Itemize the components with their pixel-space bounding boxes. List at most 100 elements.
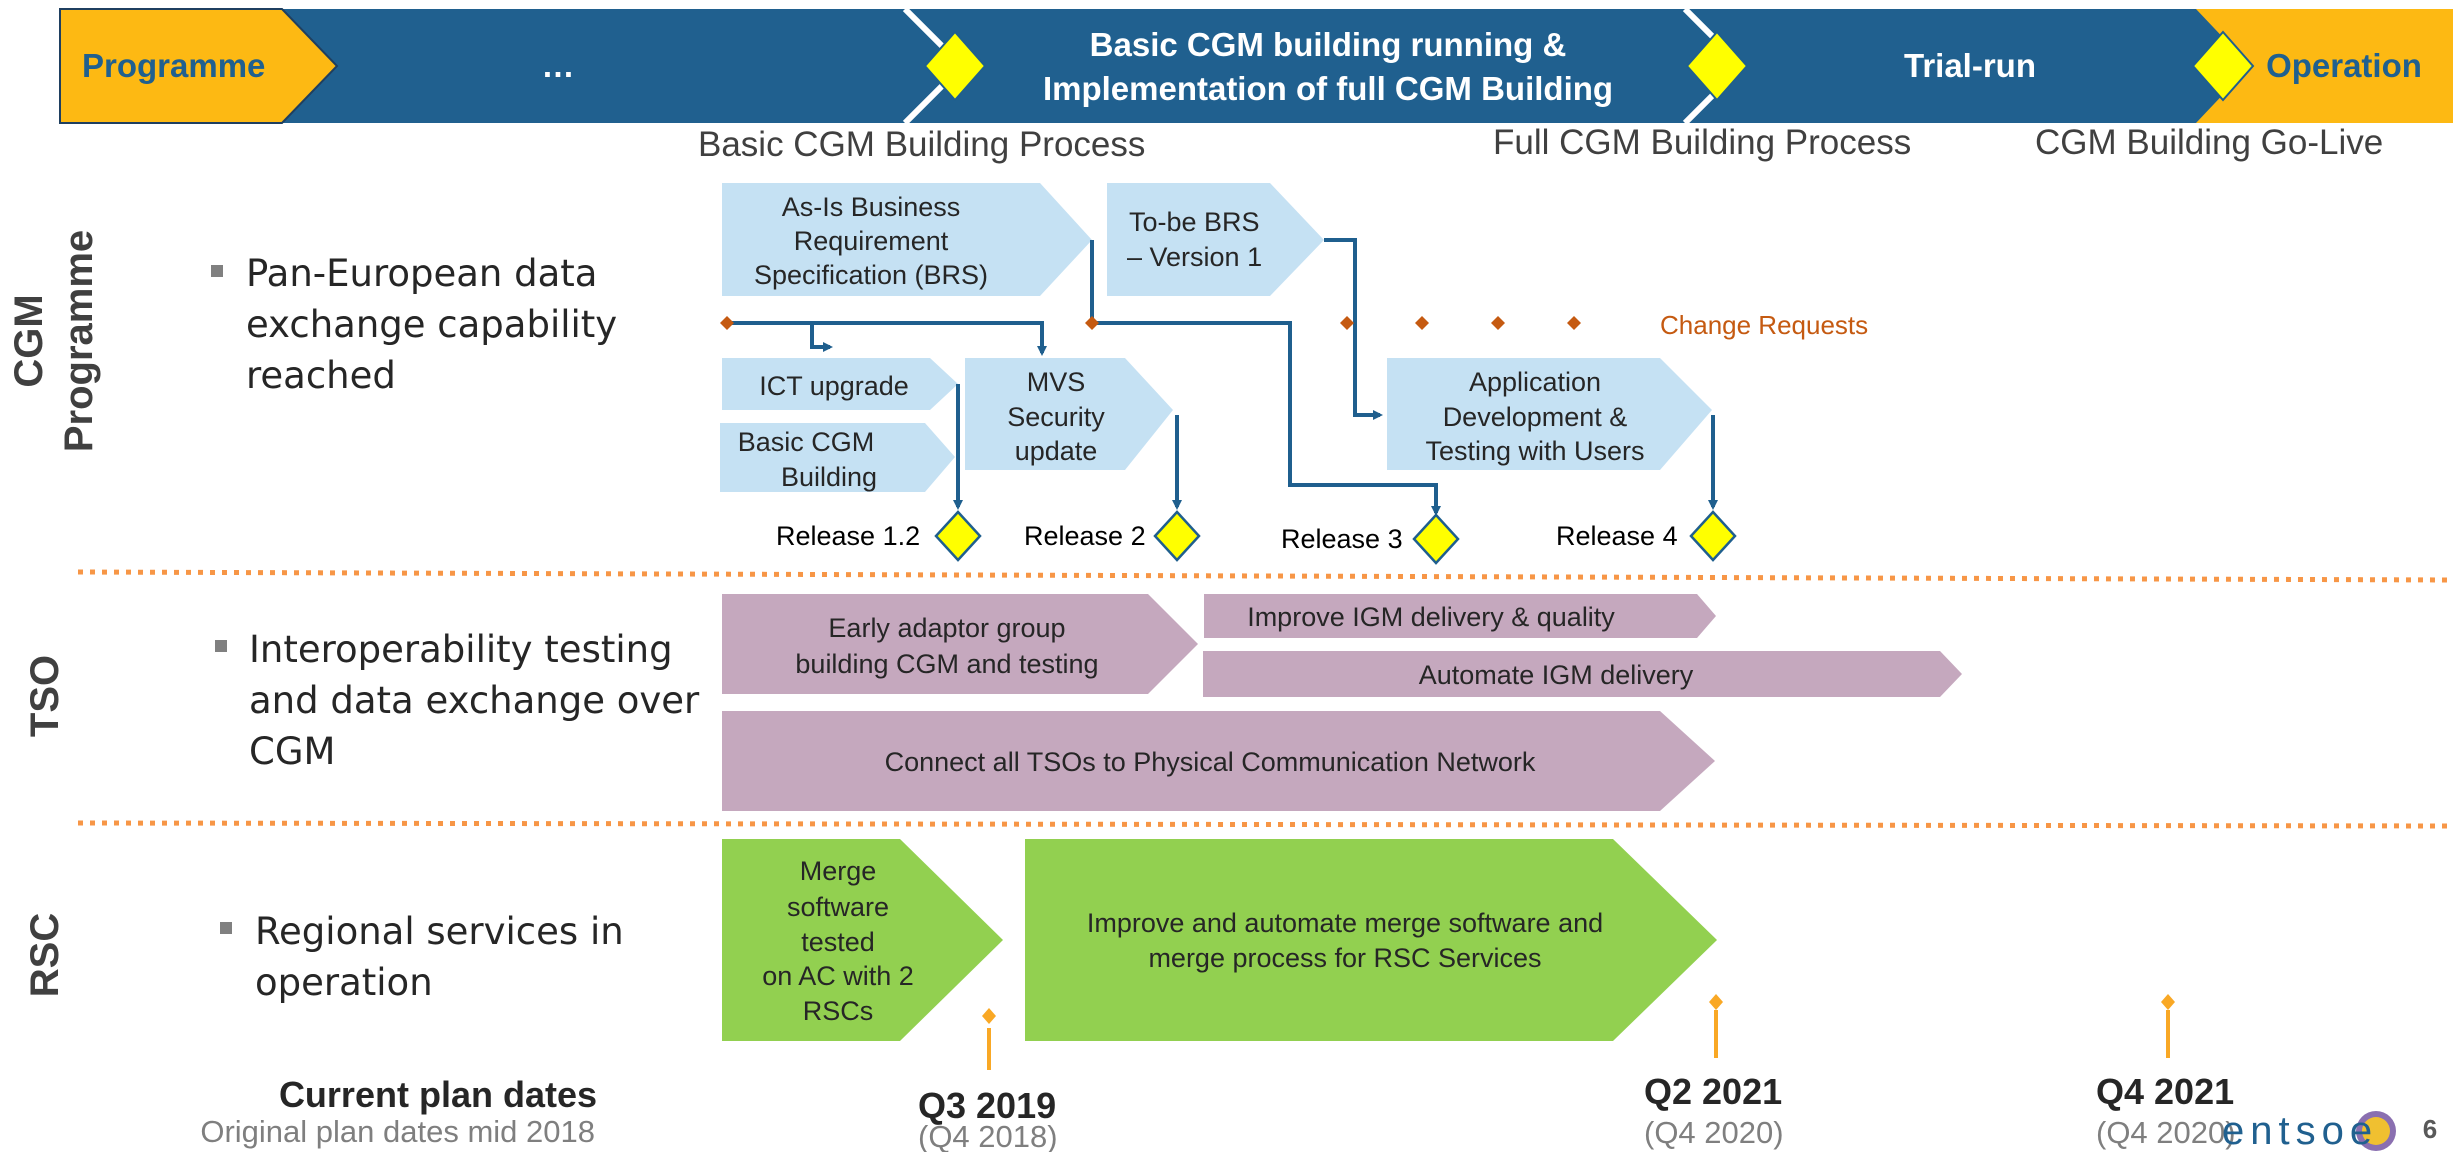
release-label-2: Release 2 <box>1024 521 1146 551</box>
connector-diamond <box>720 316 734 330</box>
task-improve-merge-line2: merge process for RSC Services <box>1148 943 1541 973</box>
phase-label-programme: Programme <box>82 47 265 84</box>
phase-label-implementation: Implementation of full CGM Building <box>1043 70 1613 107</box>
objective-tso-line1: Interoperability testing <box>249 628 673 671</box>
task-ict-upgrade <box>722 358 958 410</box>
objective-rsc-line2: operation <box>255 961 433 1004</box>
lane-label-cgm: CGM <box>7 294 51 387</box>
task-mvs-security <box>965 358 1173 470</box>
connector-line <box>1324 238 1383 420</box>
task-early-adaptor <box>722 594 1198 694</box>
task-connect-tsos <box>722 711 1715 811</box>
task-basic-cgm-building <box>720 423 955 492</box>
task-mvs-line2: Security <box>1007 402 1105 432</box>
task-automate-igm <box>1203 651 1962 697</box>
task-merge-line4: on AC with 2 <box>762 961 914 991</box>
task-tobe-brs-line1: To-be BRS <box>1129 207 1260 237</box>
phase-label-trial-run: Trial-run <box>1904 47 2036 84</box>
task-improve-igm-label: Improve IGM delivery & quality <box>1247 602 1615 632</box>
objective-tso-line3: CGM <box>249 730 335 773</box>
milestone-basic-process: Basic CGM Building Process <box>698 125 1145 164</box>
change-request-diamond <box>1340 316 1354 330</box>
task-asis-brs-line3: Specification (BRS) <box>754 260 988 290</box>
release-diamond <box>1412 513 1460 565</box>
task-asis-brs-line1: As-Is Business <box>782 192 961 222</box>
page-number: 6 <box>2423 1114 2437 1144</box>
task-merge-line3: tested <box>801 927 875 957</box>
phase-milestone-diamond <box>923 30 987 102</box>
releases: Release 1.2 Release 2 Release 3 Release … <box>776 510 1737 565</box>
phase-label-ellipsis: … <box>542 47 575 84</box>
task-tobe-brs <box>1107 183 1324 296</box>
bullet <box>215 640 227 652</box>
date-arrow-head <box>982 1008 996 1024</box>
objective-cgm-line3: reached <box>246 354 396 397</box>
task-basic-cgm-line1: Basic CGM <box>738 427 875 457</box>
connector-line <box>1090 240 1441 516</box>
task-improve-igm <box>1204 594 1716 638</box>
date-q3-original: (Q4 2018) <box>918 1119 1058 1152</box>
release-label-1-2: Release 1.2 <box>776 521 920 551</box>
release-diamond <box>934 510 982 562</box>
date-arrow-head <box>2161 994 2175 1010</box>
task-ict-upgrade-label: ICT upgrade <box>759 371 909 401</box>
connector-line <box>810 323 833 352</box>
objective-rsc-line1: Regional services in <box>255 910 624 953</box>
bullet <box>220 922 232 934</box>
task-appdev-line3: Testing with Users <box>1425 436 1644 466</box>
lane-divider <box>77 569 2453 583</box>
task-tobe-brs-line2: – Version 1 <box>1127 242 1262 272</box>
release-diamond <box>1153 510 1201 562</box>
connector-diamond <box>1085 316 1099 330</box>
task-application-development <box>1387 358 1712 470</box>
objective-tso-line2: and data exchange over <box>249 679 700 722</box>
change-request-diamond <box>1491 316 1505 330</box>
objective-cgm-line1: Pan-European data <box>246 252 597 295</box>
phase-bar-background <box>60 9 2453 123</box>
task-merge-line1: Merge <box>800 856 877 886</box>
task-appdev-line2: Development & <box>1443 402 1628 432</box>
lane-label-tso: TSO <box>23 655 67 737</box>
milestone-full-process: Full CGM Building Process <box>1493 123 1911 162</box>
phase-bar: Programme … Basic CGM building running &… <box>59 6 2453 126</box>
logo-e-circle-inner <box>2362 1117 2390 1145</box>
phase-label-operation: Operation <box>2266 47 2422 84</box>
cgm-connectors <box>727 238 1718 516</box>
task-asis-brs-line2: Requirement <box>794 226 949 256</box>
original-plan-label: Original plan dates mid 2018 <box>200 1114 595 1149</box>
date-q2-original: (Q4 2020) <box>1644 1115 1784 1150</box>
entsoe-logo: entsoe <box>2222 1109 2396 1152</box>
task-appdev-line1: Application <box>1469 367 1601 397</box>
change-requests: Change Requests <box>1340 310 1868 340</box>
task-merge-line5: RSCs <box>803 996 874 1026</box>
release-diamond <box>1689 510 1737 562</box>
task-early-adaptor-line2: building CGM and testing <box>795 649 1098 679</box>
change-request-diamond <box>1567 316 1581 330</box>
date-markers <box>982 994 2175 1070</box>
phase-label-basic-running: Basic CGM building running & <box>1090 26 1567 63</box>
phase-operation-chevron <box>2196 9 2453 123</box>
phase-milestone-diamond <box>2191 30 2255 102</box>
change-request-diamond <box>1415 316 1429 330</box>
task-early-adaptor-line1: Early adaptor group <box>828 613 1065 643</box>
task-merge-line2: software <box>787 892 889 922</box>
task-connect-tsos-label: Connect all TSOs to Physical Communicati… <box>885 747 1536 777</box>
connector-line <box>727 321 1047 356</box>
current-plan-label: Current plan dates <box>279 1074 597 1115</box>
date-q4-original: (Q4 2020) <box>2096 1115 2236 1150</box>
date-q2-2021: Q2 2021 <box>1644 1071 1782 1112</box>
lane-label-programme: Programme <box>57 230 101 452</box>
task-mvs-line1: MVS <box>1027 367 1086 397</box>
objective-cgm-line2: exchange capability <box>246 303 617 346</box>
change-requests-label: Change Requests <box>1660 310 1868 340</box>
task-mvs-line3: update <box>1015 436 1098 466</box>
task-basic-cgm-line2: Building <box>781 462 877 492</box>
logo-text: entsoe <box>2222 1109 2378 1152</box>
milestone-go-live: CGM Building Go-Live <box>2035 123 2383 162</box>
bullet <box>211 265 223 277</box>
lane-divider <box>77 820 2453 829</box>
task-improve-merge-line1: Improve and automate merge software and <box>1087 908 1603 938</box>
task-asis-brs <box>722 183 1092 296</box>
task-improve-merge <box>1025 839 1717 1041</box>
